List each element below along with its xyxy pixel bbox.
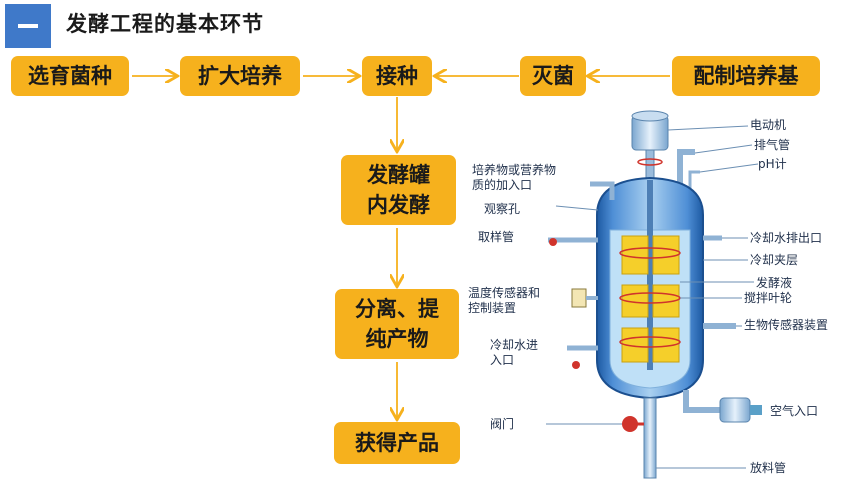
label-exhaust-pipe: 排气管 [754, 138, 791, 152]
label-sampling-pipe: 取样管 [478, 230, 515, 244]
exhaust-pipe-icon [677, 149, 695, 190]
step-inoculate: 接种 [362, 56, 432, 96]
label-cooling-jacket: 冷却夹层 [750, 253, 799, 267]
air-inlet-pipe-icon [683, 390, 720, 413]
medium-inlet-pipe-icon [590, 181, 615, 200]
section-number-box [5, 4, 51, 48]
label-medium-inlet: 培养物或营养物 质的加入口 [472, 163, 557, 192]
label-valve: 阀门 [490, 417, 515, 431]
step-expand-culture: 扩大培养 [180, 56, 300, 96]
label-discharge-pipe: 放料管 [750, 461, 787, 475]
step-sterilize: 灭菌 [520, 56, 586, 96]
label-motor: 电动机 [750, 118, 787, 132]
label-impeller: 搅拌叶轮 [744, 291, 793, 305]
step-prepare-medium: 配制培养基 [672, 56, 820, 96]
step-obtain-product: 获得产品 [334, 422, 460, 464]
label-ph-meter: pH计 [758, 157, 787, 171]
dash-icon [18, 24, 38, 28]
step-separate-purify: 分离、提纯产物 [335, 289, 459, 359]
step-select-strain: 选育菌种 [11, 56, 129, 96]
impeller-blades-icon [621, 235, 680, 363]
temperature-sensor-icon [571, 288, 587, 308]
label-viewport: 观察孔 [484, 202, 521, 216]
page-title: 发酵工程的基本环节 [66, 12, 264, 36]
label-coolant-outlet: 冷却水排出口 [750, 231, 823, 245]
label-fermentation-broth: 发酵液 [756, 276, 793, 290]
label-bio-sensor: 生物传感器装置 [744, 318, 829, 332]
step-ferment-in-tank: 发酵罐内发酵 [341, 155, 456, 225]
label-air-inlet: 空气入口 [770, 404, 819, 418]
label-temperature-sensor: 温度传感器和 控制装置 [468, 286, 541, 315]
label-coolant-inlet: 冷却水进 入口 [490, 338, 539, 367]
